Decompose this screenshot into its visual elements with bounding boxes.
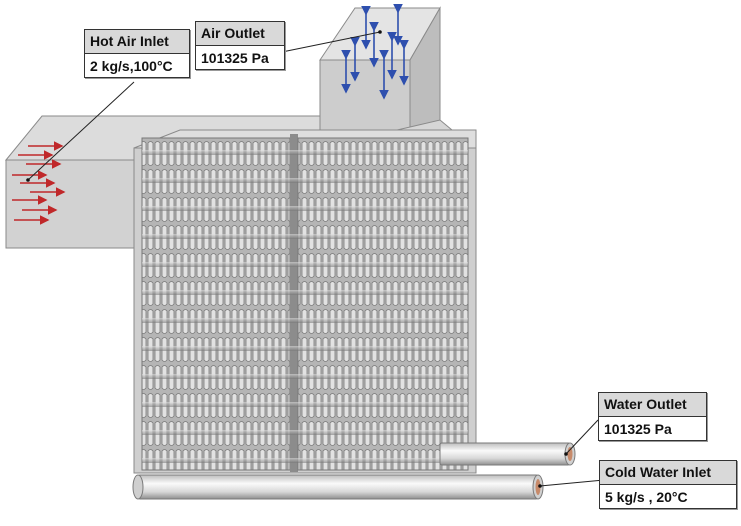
exchanger-body [133,129,477,474]
leader-dots [26,30,568,488]
leader-cold-water [539,479,605,487]
baffle [290,134,298,472]
cold-water-inlet-title: Cold Water Inlet [600,461,736,485]
fin-bank-left [141,137,291,471]
cold-water-inlet-callout: Cold Water Inlet 5 kg/s , 20°C [599,460,737,509]
hot-air-inlet-title: Hot Air Inlet [85,30,189,54]
cold-water-inlet-value: 5 kg/s , 20°C [605,489,688,505]
air-outlet-callout: Air Outlet 101325 Pa [195,21,285,70]
water-outlet-pipe [439,442,576,466]
cold-water-inlet-pipe [132,474,544,500]
hot-air-inlet-callout: Hot Air Inlet 2 kg/s,100°C [84,29,190,78]
water-outlet-value: 101325 Pa [604,421,672,437]
hot-air-inlet-arrows [12,141,66,225]
air-outlet-title: Air Outlet [196,22,284,46]
leader-air-out [281,31,381,53]
fin-bank-right [297,137,469,471]
water-outlet-title: Water Outlet [599,393,706,417]
water-outlet-callout: Water Outlet 101325 Pa [598,392,707,441]
air-outlet-arrows [341,4,409,100]
tube-rows [142,150,468,463]
leader-lines [27,31,605,487]
hot-air-inlet-value: 2 kg/s,100°C [90,58,173,74]
air-outlet-value: 101325 Pa [201,50,269,66]
leader-water-out [565,419,599,455]
leader-hot-air [27,81,135,181]
